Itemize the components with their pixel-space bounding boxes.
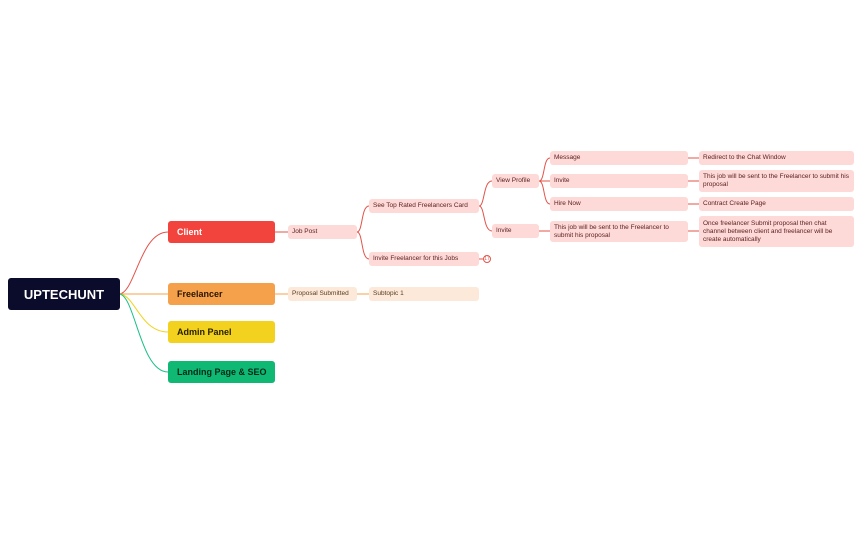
node-contract-page[interactable]: Contract Create Page: [699, 197, 854, 211]
node-message[interactable]: Message: [550, 151, 688, 165]
node-invite-freelancer-jobs[interactable]: Invite Freelancer for this Jobs: [369, 252, 479, 266]
link-root-landing: [118, 293, 169, 373]
node-subtopic[interactable]: Subtopic 1: [369, 287, 479, 301]
node-invite-sub-label: Invite: [554, 177, 570, 184]
node-redirect-chat-label: Redirect to the Chat Window: [703, 154, 786, 161]
node-invite-desc[interactable]: This job will be sent to the Freelancer …: [550, 221, 688, 242]
link-jobpost-seetop: [356, 205, 370, 233]
collapse-count: 17: [484, 256, 490, 262]
node-message-label: Message: [554, 154, 581, 161]
node-invite-desc-result-label: Once freelancer Submit proposal then cha…: [703, 219, 833, 243]
branch-admin-label: Admin Panel: [177, 327, 232, 337]
node-job-post-label: Job Post: [292, 228, 318, 235]
node-invite-sub[interactable]: Invite: [550, 174, 688, 188]
link-seetop-viewprofile: [478, 180, 493, 207]
collapse-toggle-icon[interactable]: 17: [483, 255, 491, 263]
node-invite-desc-label: This job will be sent to the Freelancer …: [554, 223, 669, 239]
node-hire-now[interactable]: Hire Now: [550, 197, 688, 211]
node-redirect-chat[interactable]: Redirect to the Chat Window: [699, 151, 854, 165]
node-hire-now-label: Hire Now: [554, 200, 581, 207]
node-invite[interactable]: Invite: [492, 224, 539, 238]
root-node[interactable]: UPTECHUNT: [8, 278, 120, 310]
branch-client-label: Client: [177, 227, 203, 237]
branch-freelancer[interactable]: Freelancer: [168, 283, 275, 305]
link-viewprofile-message: [538, 157, 551, 182]
node-proposal-submitted[interactable]: Proposal Submitted: [288, 287, 357, 301]
branch-admin[interactable]: Admin Panel: [168, 321, 275, 343]
link-jobpost-invitejobs: [356, 231, 370, 260]
node-view-profile-label: View Profile: [496, 177, 531, 184]
node-proposal-submitted-label: Proposal Submitted: [292, 290, 349, 297]
node-job-post[interactable]: Job Post: [288, 225, 357, 239]
node-invite-label: Invite: [496, 227, 512, 234]
branch-landing[interactable]: Landing Page & SEO: [168, 361, 275, 383]
branch-landing-label: Landing Page & SEO: [177, 367, 267, 377]
node-see-top-rated-label: See Top Rated Freelancers Card: [373, 202, 468, 209]
node-subtopic-label: Subtopic 1: [373, 290, 404, 297]
node-contract-page-label: Contract Create Page: [703, 200, 766, 207]
link-root-client: [118, 231, 169, 295]
node-view-profile[interactable]: View Profile: [492, 174, 539, 188]
link-seetop-invite: [478, 205, 493, 232]
link-root-admin: [118, 293, 169, 333]
node-invite-desc-result[interactable]: Once freelancer Submit proposal then cha…: [699, 216, 854, 247]
node-invite-sub-desc[interactable]: This job will be sent to the Freelancer …: [699, 170, 854, 192]
branch-freelancer-label: Freelancer: [177, 289, 223, 299]
node-invite-freelancer-jobs-label: Invite Freelancer for this Jobs: [373, 255, 459, 262]
node-see-top-rated[interactable]: See Top Rated Freelancers Card: [369, 199, 479, 213]
node-invite-sub-desc-label: This job will be sent to the Freelancer …: [703, 173, 849, 188]
root-label: UPTECHUNT: [23, 286, 105, 302]
branch-client[interactable]: Client: [168, 221, 275, 243]
link-viewprofile-hirenow: [538, 180, 551, 205]
